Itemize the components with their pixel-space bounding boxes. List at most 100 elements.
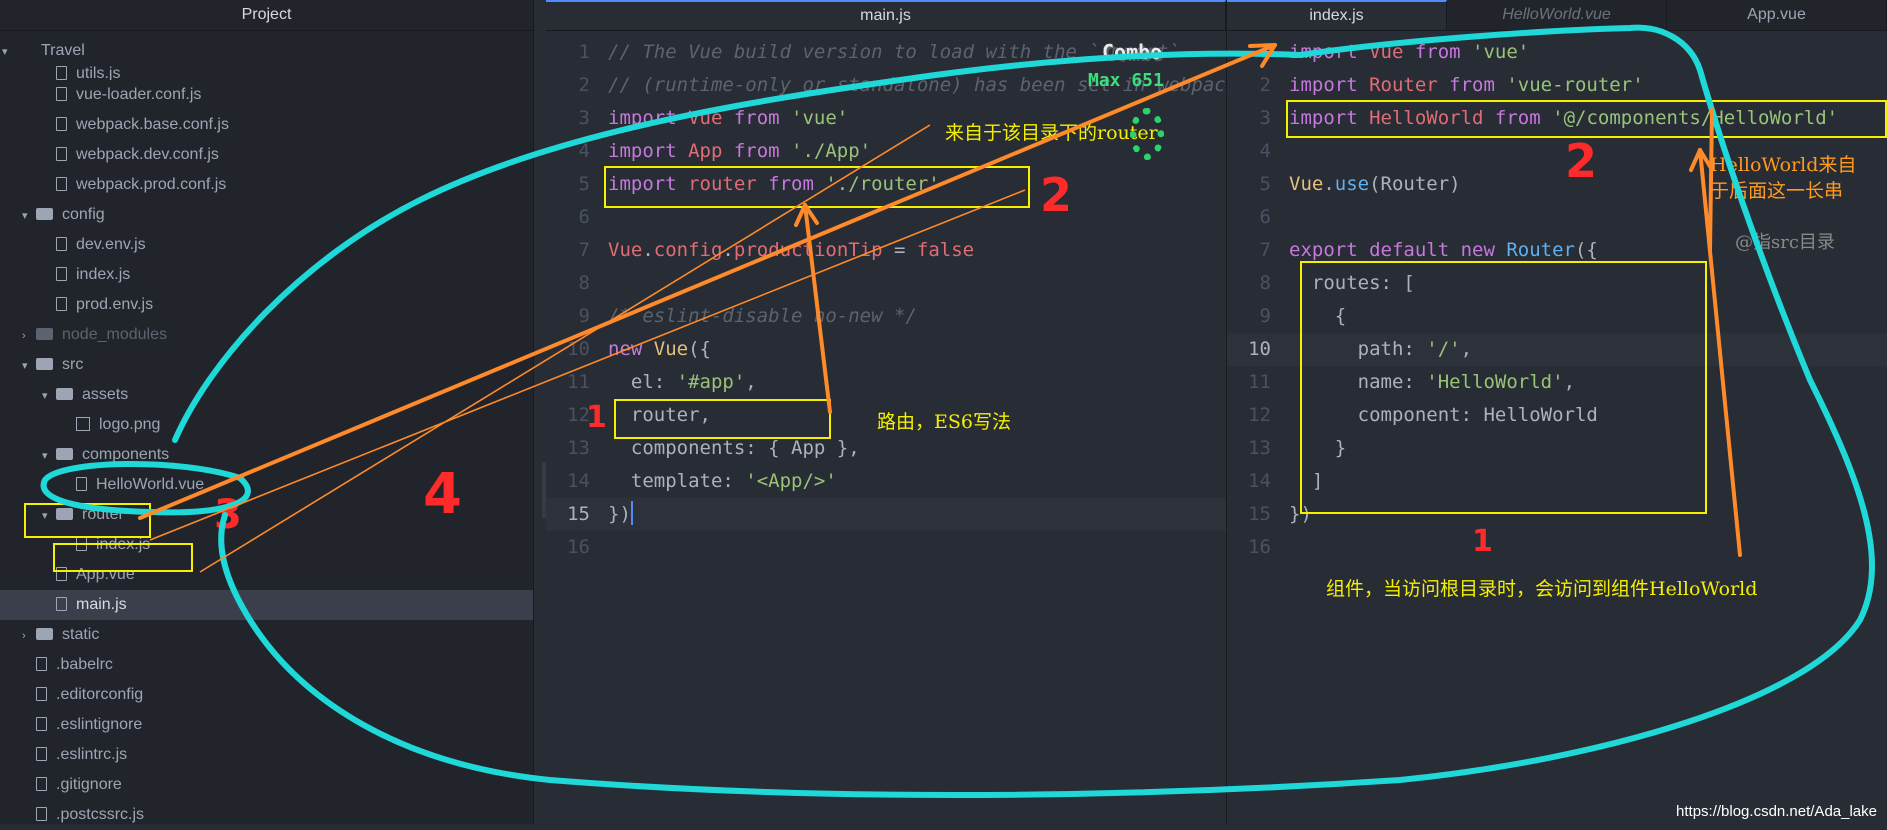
tree-item-label: HelloWorld.vue <box>96 476 205 493</box>
tree-item-gitignore[interactable]: .gitignore <box>0 770 533 800</box>
tree-item-assets[interactable]: ▾assets <box>0 380 533 410</box>
watermark: https://blog.csdn.net/Ada_lake <box>1676 803 1877 820</box>
annotation-component: 组件，当访问根目录时，会访问到组件HelloWorld <box>1326 578 1758 600</box>
code-line[interactable]: 11 el: '#app', <box>546 366 1226 399</box>
line-number: 3 <box>578 107 590 129</box>
code-token: productionTip <box>733 239 895 261</box>
tab-main-js[interactable]: main.js <box>546 0 1226 30</box>
chevron-right-icon[interactable]: › <box>22 330 26 342</box>
line-number: 10 <box>567 338 590 360</box>
tree-item-label: config <box>62 206 105 223</box>
code-token: , <box>745 371 757 393</box>
file-icon <box>36 747 47 761</box>
file-icon <box>56 237 67 251</box>
code-line[interactable]: 15}) <box>546 498 1226 531</box>
tree-item-utils-js[interactable]: utils.js <box>0 66 533 80</box>
marker-4: 4 <box>423 462 462 527</box>
tree-item-main-js[interactable]: main.js <box>0 590 533 620</box>
tree-item-label: Travel <box>41 42 85 59</box>
tree-item-vue-loader-conf-js[interactable]: vue-loader.conf.js <box>0 80 533 110</box>
tree-item-editorconfig[interactable]: .editorconfig <box>0 680 533 710</box>
line-number: 7 <box>1259 239 1271 261</box>
highlight-box-router-index <box>53 543 193 572</box>
annotation-router-dir: 来自于该目录下的router <box>945 122 1158 144</box>
editor1-tabbar: main.js <box>546 0 1226 31</box>
chevron-down-icon[interactable]: ▾ <box>2 46 8 58</box>
annotation-src-dir: @指src目录 <box>1735 232 1835 253</box>
tree-item-logo-png[interactable]: logo.png <box>0 410 533 440</box>
editor2-tabbar: index.js HelloWorld.vue App.vue <box>1227 0 1887 31</box>
chevron-down-icon[interactable]: ▾ <box>22 360 28 372</box>
code-token: el: <box>608 371 677 393</box>
tree-item-postcssrc-js[interactable]: .postcssrc.js <box>0 800 533 830</box>
tree-item-node-modules[interactable]: ›node_modules <box>0 320 533 350</box>
highlight-box-import-router <box>604 166 1030 208</box>
tree-item-src[interactable]: ▾src <box>0 350 533 380</box>
code-line[interactable]: 16 <box>1227 531 1887 564</box>
tree-item-eslintrc-js[interactable]: .eslintrc.js <box>0 740 533 770</box>
combo-max: Max 651 <box>1088 70 1164 91</box>
tab-index-js[interactable]: index.js <box>1227 0 1447 30</box>
chevron-right-icon[interactable]: › <box>22 630 26 642</box>
tree-item-label: .gitignore <box>56 776 122 793</box>
code-token: Vue <box>688 107 734 129</box>
code-line[interactable]: 9/* eslint-disable no-new */ <box>546 300 1226 333</box>
line-number: 9 <box>578 305 590 327</box>
file-tree: ▾ Travel utils.js vue-loader.conf.js webpack… <box>0 36 533 830</box>
code-token: Router <box>1369 74 1450 96</box>
tree-item-config[interactable]: ▾ config <box>0 200 533 230</box>
code-token: '#app' <box>676 371 746 393</box>
tree-item-webpack-prod-conf-js[interactable]: webpack.prod.conf.js <box>0 170 533 200</box>
tab-helloworld-vue[interactable]: HelloWorld.vue <box>1447 0 1667 30</box>
tree-item-webpack-base-conf-js[interactable]: webpack.base.conf.js <box>0 110 533 140</box>
tree-item-label: index.js <box>76 266 131 283</box>
file-icon <box>56 87 67 101</box>
highlight-box-routes <box>1300 261 1707 514</box>
tree-item-index-js[interactable]: index.js <box>0 260 533 290</box>
line-number: 4 <box>578 140 590 162</box>
editor1-code[interactable]: 1// The Vue build version to load with t… <box>546 36 1237 564</box>
code-token: './App' <box>791 140 872 162</box>
tree-item-webpack-dev-conf-js[interactable]: webpack.dev.conf.js <box>0 140 533 170</box>
folder-icon <box>36 358 53 370</box>
chevron-down-icon[interactable]: ▾ <box>22 210 28 222</box>
tree-item-prod-env-js[interactable]: prod.env.js <box>0 290 533 320</box>
file-icon <box>56 117 67 131</box>
line-number: 14 <box>567 470 590 492</box>
tree-item-label: prod.env.js <box>76 296 154 313</box>
code-token: (Router) <box>1369 173 1461 195</box>
code-line[interactable]: 8 <box>546 267 1226 300</box>
line-number: 5 <box>1259 173 1271 195</box>
file-icon <box>36 687 47 701</box>
tree-item-dev-env-js[interactable]: dev.env.js <box>0 230 533 260</box>
code-token: = <box>894 239 917 261</box>
chevron-down-icon[interactable]: ▾ <box>42 390 48 402</box>
code-line[interactable]: 16 <box>546 531 1226 564</box>
code-token: . <box>722 239 734 261</box>
code-token: from <box>1414 41 1473 63</box>
chevron-down-icon[interactable]: ▾ <box>42 510 48 522</box>
line-number: 1 <box>1259 41 1271 63</box>
image-file-icon <box>76 417 90 431</box>
line-number: 3 <box>1259 107 1271 129</box>
tab-app-vue[interactable]: App.vue <box>1667 0 1887 30</box>
tree-item-static[interactable]: ›static <box>0 620 533 650</box>
code-line[interactable]: 14 template: '<App/>' <box>546 465 1226 498</box>
marker-2-left: 2 <box>1040 168 1073 222</box>
line-number: 2 <box>578 74 590 96</box>
code-token: from <box>733 140 792 162</box>
tree-item-label: vue-loader.conf.js <box>76 86 202 103</box>
chevron-down-icon[interactable]: ▾ <box>42 450 48 462</box>
tree-item-travel[interactable]: ▾ Travel <box>0 36 533 66</box>
sidebar-header: Project <box>0 0 533 31</box>
tree-item-eslintignore[interactable]: .eslintignore <box>0 710 533 740</box>
tree-item-babelrc[interactable]: .babelrc <box>0 650 533 680</box>
folder-icon <box>56 448 73 460</box>
code-token: Router <box>1506 239 1575 261</box>
code-token: from <box>1449 74 1507 96</box>
code-token: 'vue-router' <box>1506 74 1644 96</box>
